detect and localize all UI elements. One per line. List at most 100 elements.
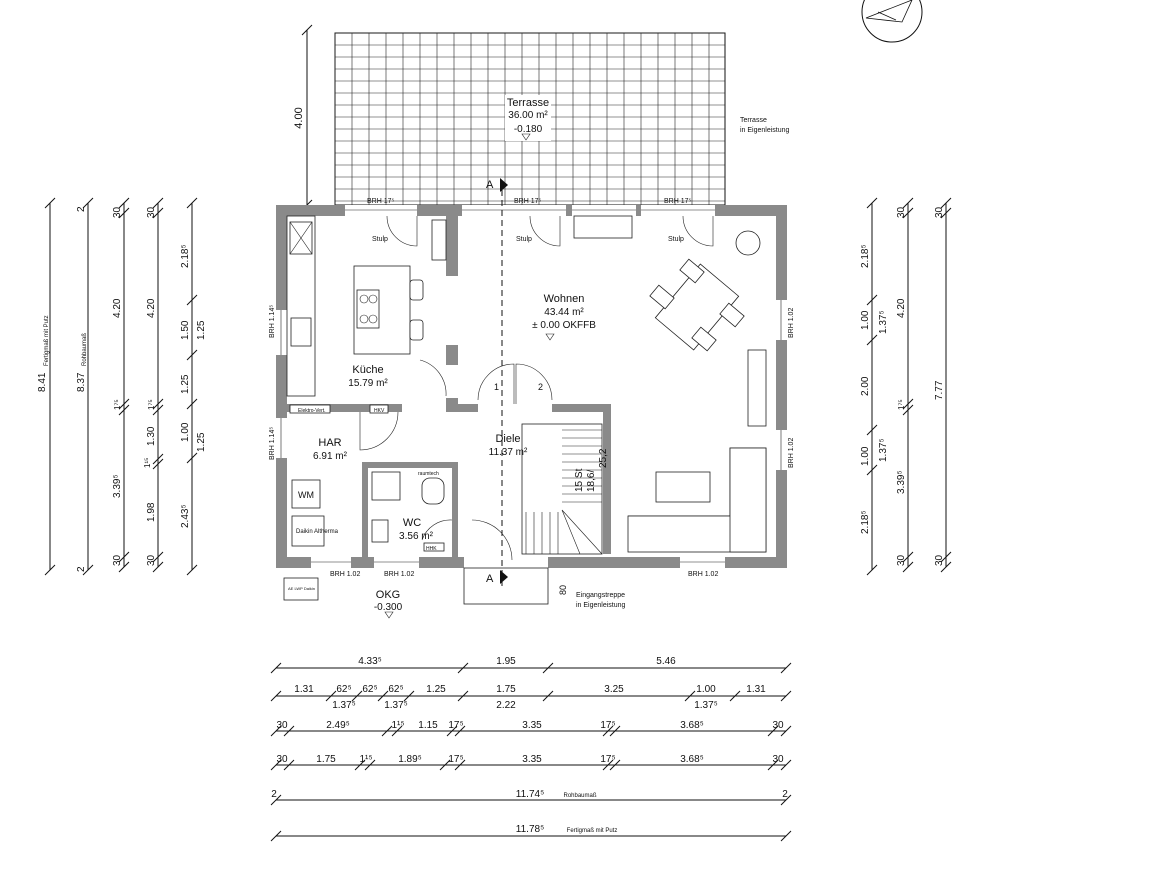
bottom-dim-label: 1.00 (696, 684, 716, 695)
bottom-dim-label: 1.15 (418, 720, 438, 731)
bottom-dim-label: 2 (782, 789, 788, 800)
left-c2-a: 4.20 (112, 298, 123, 318)
section-a-bottom: A (486, 573, 494, 585)
left-overall-raw: 8.37 (76, 372, 87, 392)
bottom-dim-label: 3.35 (522, 754, 542, 765)
right-c4-c: 30 (934, 554, 945, 566)
bottom-dim-label: 17⁵ (600, 720, 615, 731)
left-c5-a: 1.25 (196, 320, 207, 340)
left-c1-a: 2 (76, 206, 87, 212)
right-c4-b: 7.77 (934, 380, 945, 400)
inner-walls (287, 216, 611, 557)
living-name: Wohnen (544, 293, 585, 305)
section-line-a: A A (486, 178, 508, 590)
bottom-dim-label: 1.31 (746, 684, 766, 695)
bottom-dim-label: 11.74⁵ (516, 789, 544, 800)
left-raw-label: Rohbaumaß (82, 333, 88, 366)
right-dimensions (866, 197, 952, 576)
bottom-dim-label: 1¹⁵ (391, 720, 404, 731)
bottom-dim-label: 2.22 (496, 700, 516, 711)
daikin-label: Daikin Altherma (296, 529, 339, 535)
elektro-label: Elektro-Vert. (298, 408, 326, 414)
bottom-dim-label: 1.75 (496, 684, 516, 695)
sofa (627, 349, 767, 553)
right-c1-b: 1.00 (860, 310, 871, 330)
door-leaf-1: 1 (494, 382, 499, 392)
right-c1-c: 2.00 (860, 376, 871, 396)
right-c2-d: 1.37⁵ (878, 438, 889, 462)
bottom-dim-label: 11.78⁵ (516, 824, 544, 835)
stair-label-1: 15 St (574, 468, 585, 492)
right-c2-e: 3.39⁵ (896, 470, 907, 494)
north-arrow-icon (861, 0, 923, 43)
bottom-dim-label: 62⁵ (388, 684, 403, 695)
bottom-dim-label: 2 (271, 789, 277, 800)
brh-top-3: BRH 17⁵ (664, 198, 692, 205)
bottom-dim-label: 30 (276, 754, 288, 765)
left-dimensions (44, 197, 198, 576)
door-leaf-2: 2 (538, 382, 543, 392)
wc-area: 3.56 m² (399, 531, 434, 542)
brh-left-kitchen: BRH 1.14⁵ (269, 305, 276, 338)
left-c4-d: 1.00 (180, 422, 191, 442)
left-c3-g: 30 (146, 554, 157, 566)
left-finish-label: Fertigmaß mit Putz (44, 315, 50, 366)
right-c3-a: 4.20 (896, 298, 907, 318)
right-c1-a: 2.18⁵ (860, 244, 871, 268)
level-markers (384, 133, 555, 619)
bottom-dim-label: 1.37⁵ (332, 700, 356, 711)
utility-fixtures (283, 215, 633, 601)
wc-name: WC (403, 517, 421, 529)
left-c3-a: 4.20 (146, 298, 157, 318)
hall-area: 11.37 m² (489, 447, 528, 458)
brh-top-2: BRH 17⁵ (514, 198, 542, 205)
left-c4-e: 2.43⁵ (180, 504, 191, 528)
right-c4-a: 30 (934, 206, 945, 218)
bottom-dim-label: Rohbaumaß (563, 793, 596, 799)
right-c2-f: 30 (896, 554, 907, 566)
kitchen-name: Küche (352, 364, 383, 376)
left-c2-c: 3.39⁵ (112, 474, 123, 498)
stulp-2: Stulp (516, 236, 532, 243)
terrace-level: -0.180 (514, 124, 543, 135)
awp-label: AE LWP Daikin (288, 586, 315, 591)
bottom-dim-label: 3.35 (522, 720, 542, 731)
bottom-dim-label: 62⁵ (362, 684, 377, 695)
dining-table (649, 230, 761, 352)
bottom-dim-label: 17⁵ (448, 720, 463, 731)
outer-walls (276, 205, 787, 568)
terrace-note-1: Terrasse (740, 117, 767, 124)
bottom-dim-label: 30 (772, 754, 784, 765)
har-area: 6.91 m² (313, 451, 348, 462)
bottom-dim-label: 17⁵ (448, 754, 463, 765)
right-c2-a: 30 (896, 206, 907, 218)
kitchen-area: 15.79 m² (348, 378, 388, 389)
bottom-dim-label: 5.46 (656, 656, 676, 667)
bottom-dim-label: 1.75 (316, 754, 336, 765)
okg-name: OKG (376, 589, 400, 601)
brh-bot-3: BRH 1.02 (688, 571, 718, 578)
left-c4-c: 1.25 (180, 374, 191, 394)
left-c4-b: 1.50 (180, 320, 191, 340)
terrace-dim-label: 4.00 (293, 107, 305, 128)
left-c3-c: 1.30 (146, 426, 157, 446)
kitchen-counter (286, 215, 447, 397)
hkv-label: HKV (374, 408, 385, 414)
staircase (521, 423, 603, 555)
doors (359, 215, 714, 605)
right-c1-e: 2.18⁵ (860, 510, 871, 534)
right-c2-b: 1.37⁵ (878, 310, 889, 334)
left-overall-finish: 8.41 (37, 372, 48, 392)
left-c3-d: 1¹⁵ (143, 458, 152, 468)
brh-left-har: BRH 1.14⁵ (269, 427, 276, 460)
bottom-dimensions (270, 662, 792, 842)
bottom-dim-label: 3.68⁵ (680, 720, 704, 731)
hall-name: Diele (495, 433, 520, 445)
bottom-dim-label: 1.37⁵ (384, 700, 408, 711)
bottom-dim-label: 1.31 (294, 684, 314, 695)
brh-top-1: BRH 17⁵ (367, 198, 395, 205)
wm-label: WM (298, 490, 314, 500)
entry-stairs-2: in Eigenleistung (576, 602, 626, 609)
bottom-dim-label: 3.68⁵ (680, 754, 704, 765)
